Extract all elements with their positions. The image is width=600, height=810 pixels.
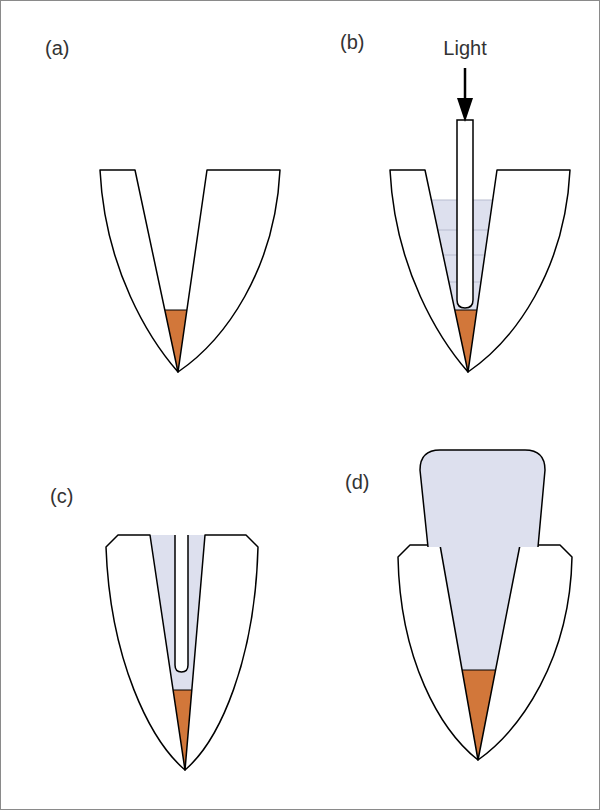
light-guide (457, 120, 473, 308)
panel-label: (a) (45, 36, 69, 60)
light-label: Light (443, 36, 486, 60)
plug-edge (173, 690, 192, 691)
plug-edge (455, 310, 477, 311)
panel-label: (b) (340, 30, 364, 54)
root-wall (185, 535, 258, 770)
composite-crown (420, 450, 545, 547)
root-wall (398, 545, 478, 760)
root-wall (106, 535, 185, 770)
panel-label: (c) (50, 484, 73, 508)
post-space (175, 535, 188, 672)
panel-label: (d) (345, 470, 369, 494)
light-arrowhead (457, 98, 473, 122)
light-arrow (464, 68, 467, 102)
crown-outline (420, 450, 545, 547)
root-wall (100, 170, 178, 372)
plug-edge (165, 310, 187, 311)
root-wall (178, 170, 280, 372)
plug-edge (462, 670, 496, 671)
root-wall (468, 170, 570, 372)
root-wall (478, 545, 572, 760)
